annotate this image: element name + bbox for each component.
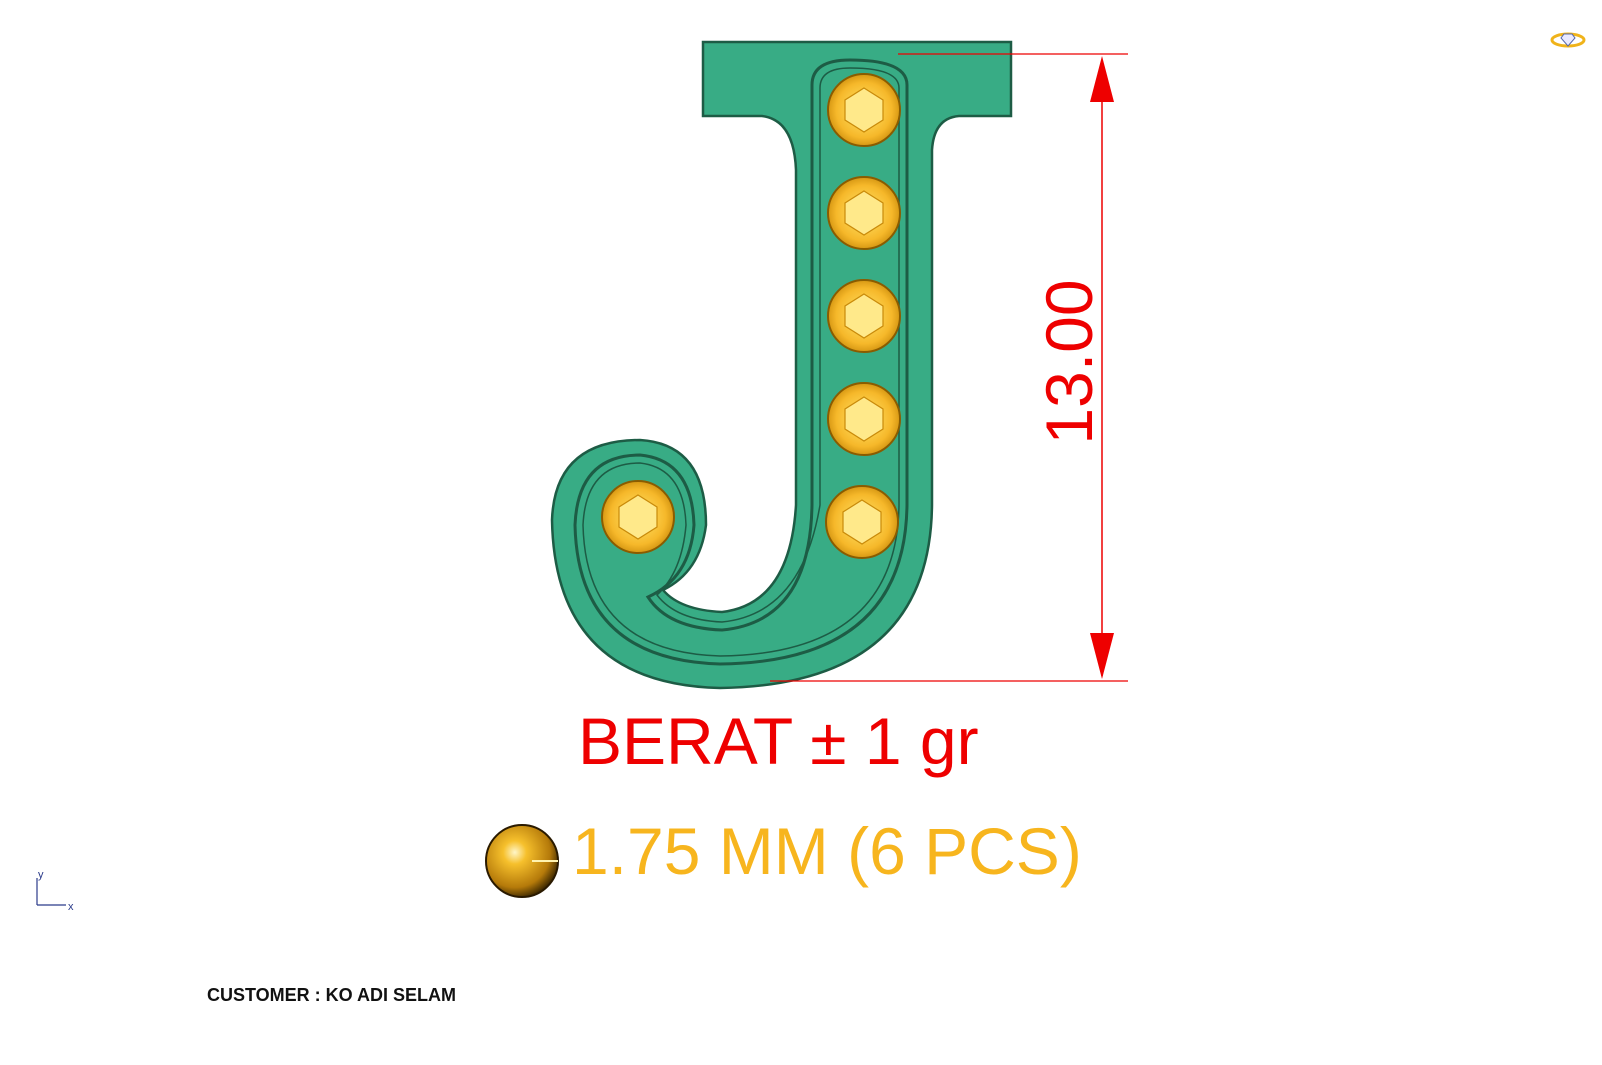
axis-x-label: x [68, 901, 74, 913]
letter-j-pendant [550, 40, 1013, 690]
gold-sphere-icon [485, 824, 559, 898]
letter-j-inner-channel [573, 58, 909, 666]
weight-label: BERAT ± 1 gr [578, 704, 979, 778]
gem-ring-icon [1550, 32, 1586, 48]
letter-j-inner-channel-2 [582, 67, 900, 657]
letter-j-body [550, 40, 1013, 690]
stone-3 [827, 279, 901, 353]
customer-label: CUSTOMER : KO ADI SELAM [207, 985, 457, 1005]
stone-1 [827, 73, 901, 147]
dimension-value: 13.00 [1032, 279, 1106, 444]
stone-4 [827, 382, 901, 456]
axis-y-label: y [38, 869, 44, 881]
axis-indicator: y x [36, 869, 74, 913]
stone-2 [827, 176, 901, 250]
stone-settings [601, 73, 901, 559]
dimension-arrow-bottom [1090, 633, 1114, 679]
stone-6 [601, 480, 675, 554]
stone-5 [825, 485, 899, 559]
stone-spec-label: 1.75 MM (6 PCS) [572, 814, 1082, 888]
dimension-arrow-top [1090, 56, 1114, 102]
height-dimension: 13.00 [770, 53, 1128, 682]
